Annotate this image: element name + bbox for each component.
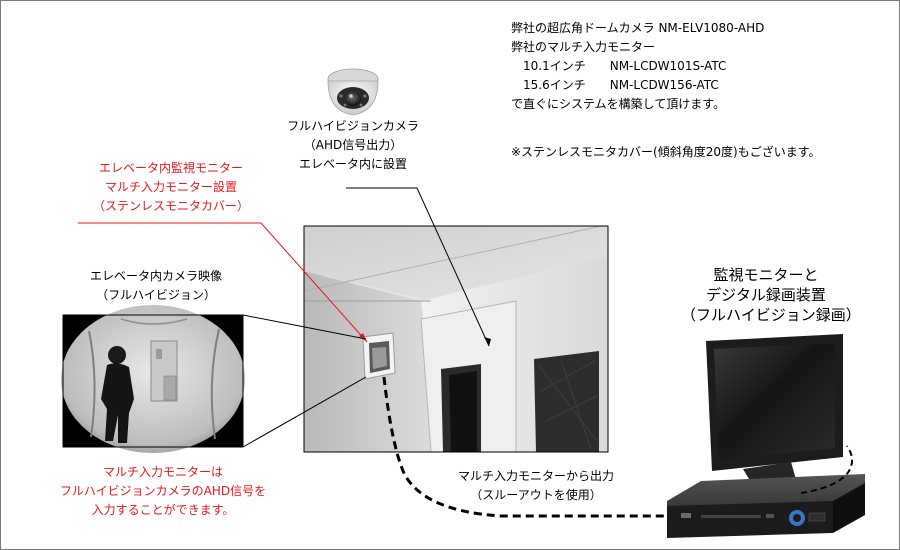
output-label: マルチ入力モニターから出力 （スルーアウトを使用）: [441, 467, 631, 505]
intro-line: 弊社の超広角ドームカメラ NM-ELV1080-AHD: [511, 19, 764, 38]
elevator-interior-image: [304, 226, 608, 452]
intro-line: 弊社のマルチ入力モニター: [511, 38, 764, 57]
camera-label: フルハイビジョンカメラ （AHD信号出力） エレベータ内に設置: [283, 117, 423, 174]
camera-feed-image: [61, 305, 245, 453]
intro-line: で直ぐにシステムを構築して頂けます。: [511, 95, 764, 114]
intro-line: 15.6インチ NM-LCDW156-ATC: [511, 76, 764, 95]
recorder-label: 監視モニターと デジタル録画装置 （フルハイビジョン録画）: [681, 265, 851, 325]
intro-note: ※ステンレスモニタカバー(傾斜角度20度)もございます。: [511, 143, 821, 162]
bottom-note: マルチ入力モニターは フルハイビジョンカメラのAHD信号を 入力することができま…: [53, 463, 273, 520]
monitor-install-label: エレベータ内監視モニター マルチ入力モニター設置 （ステンレスモニタカバー）: [66, 159, 276, 216]
intro-text: 弊社の超広角ドームカメラ NM-ELV1080-AHD 弊社のマルチ入力モニター…: [511, 19, 764, 114]
intro-line: 10.1インチ NM-LCDW101S-ATC: [511, 57, 764, 76]
dome-camera-image: [328, 69, 378, 115]
monitor-image: [706, 334, 843, 497]
camera-feed-label: エレベータ内カメラ映像 （フルハイビジョン）: [66, 267, 246, 305]
